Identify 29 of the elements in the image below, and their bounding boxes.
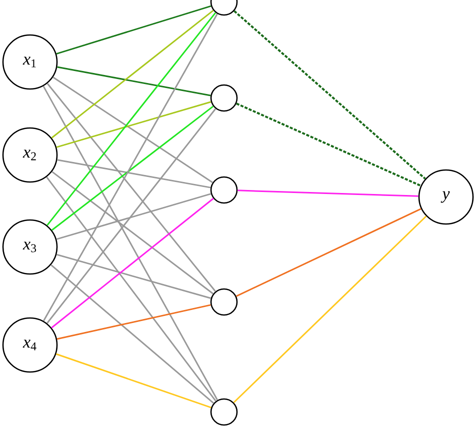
connection-line	[51, 106, 214, 231]
connection-line	[52, 76, 214, 184]
connection-line	[56, 304, 211, 340]
connection-line	[42, 86, 218, 400]
connection-line	[51, 198, 214, 328]
connection-line	[56, 254, 212, 299]
connection-line	[42, 14, 218, 322]
connection-line	[46, 83, 216, 292]
connection-line	[238, 190, 418, 197]
connection-line	[56, 5, 212, 55]
neuron-circle	[210, 398, 238, 426]
connection-line	[236, 208, 422, 297]
connection-line	[57, 66, 211, 96]
connection-line	[46, 108, 216, 324]
connection-line	[233, 216, 427, 404]
neuron-circle	[210, 84, 238, 112]
connection-line	[51, 10, 214, 138]
neuron-circle	[210, 288, 238, 316]
connection-line	[56, 353, 212, 408]
connection-line	[57, 159, 211, 188]
connection-line	[56, 193, 212, 240]
connection-line	[52, 171, 214, 294]
connection-line	[46, 176, 216, 402]
connection-line	[56, 101, 212, 148]
connection-line	[236, 102, 422, 187]
connection-line	[234, 10, 426, 180]
connection-line	[50, 264, 214, 404]
neuron-circle	[210, 176, 238, 204]
connection-line	[46, 12, 216, 226]
